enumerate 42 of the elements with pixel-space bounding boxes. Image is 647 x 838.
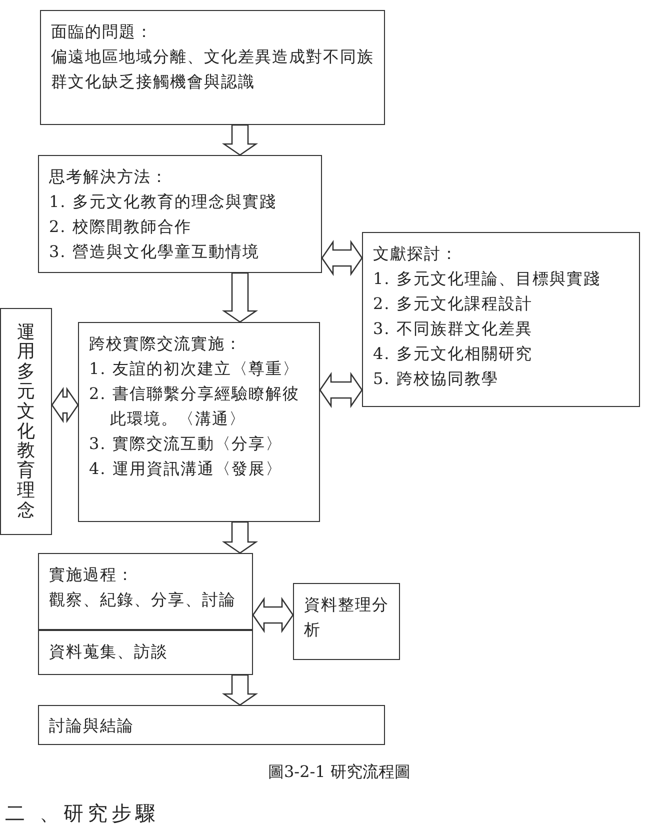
block-arrow — [222, 674, 258, 706]
box-text: 1. 友誼的初次建立〈尊重〉 — [89, 358, 300, 380]
box-heading: 面臨的問題： — [51, 21, 154, 43]
box-heading: 文獻探討： — [373, 243, 459, 265]
box-text: 2. 多元文化課程設計 — [373, 293, 534, 315]
box-text: 2. 書信聯繫分享經驗瞭解彼此環境。〈溝通〉 — [89, 383, 300, 430]
block-arrow — [51, 386, 79, 424]
block-arrow — [252, 596, 294, 634]
process-box — [38, 630, 253, 675]
process-box — [38, 155, 322, 273]
process-box — [40, 10, 385, 125]
box-text: 4. 運用資訊溝通〈發展〉 — [89, 458, 284, 480]
box-heading: 實施過程： — [49, 564, 135, 586]
process-box — [38, 553, 253, 630]
box-text: 5. 跨校協同教學 — [373, 368, 500, 390]
box-text: 1. 多元文化教育的理念與實踐 — [49, 191, 278, 213]
box-text: 3. 實際交流互動〈分享〉 — [89, 433, 284, 455]
box-text: 3. 不同族群文化差異 — [373, 318, 534, 340]
box-text: 偏遠地區地域分離、文化差異造成對不同族群文化缺乏接觸機會與認識 — [51, 46, 374, 93]
process-box — [38, 705, 385, 745]
box-text: 觀察、紀錄、分享、討論 — [49, 589, 237, 611]
box-text: 資料蒐集、訪談 — [49, 641, 169, 663]
box-text: 討論與結論 — [49, 714, 134, 736]
box-text: 3. 營造與文化學童互動情境 — [49, 241, 260, 263]
section-heading: 二 、研究步驟 — [5, 800, 160, 827]
box-text: 2. 校際間教師合作 — [49, 216, 192, 238]
block-arrow — [222, 124, 258, 156]
block-arrow — [222, 272, 258, 323]
box-text: 資料整理分析 — [304, 594, 389, 641]
box-heading: 跨校實際交流實施： — [89, 333, 243, 355]
process-box — [293, 583, 400, 660]
block-arrow — [222, 521, 258, 554]
process-box — [78, 322, 320, 522]
box-text: 1. 多元文化理論、目標與實踐 — [373, 268, 602, 290]
box-text: 運用多元文化教育理念 — [17, 322, 35, 520]
box-heading: 思考解決方法： — [49, 166, 169, 188]
vertical-text-box — [0, 308, 52, 535]
process-box — [362, 232, 640, 407]
box-text: 4. 多元文化相關研究 — [373, 343, 534, 365]
figure-caption: 圖3-2-1 研究流程圖 — [268, 762, 410, 783]
block-arrow — [319, 372, 363, 408]
block-arrow — [321, 240, 363, 276]
